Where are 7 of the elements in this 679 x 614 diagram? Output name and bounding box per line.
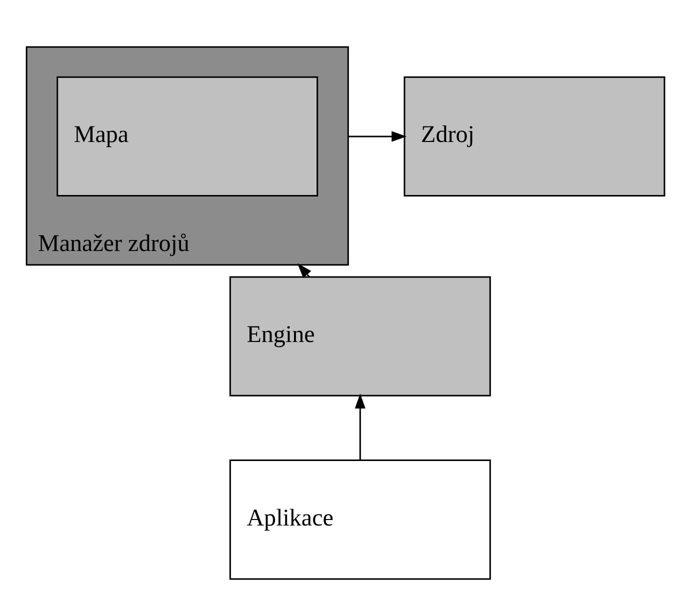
node-box: Mapa (56, 76, 318, 197)
node-box: Engine (229, 276, 491, 396)
node-box: Aplikace (229, 460, 491, 580)
node-box: Zdroj (404, 76, 666, 197)
arrow (354, 393, 366, 460)
arrow (297, 263, 312, 278)
arrow (348, 131, 407, 142)
